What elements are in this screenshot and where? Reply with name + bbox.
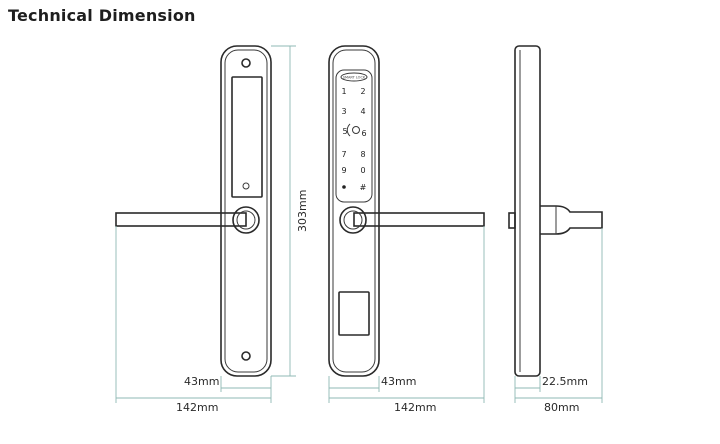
- front-view: [115, 45, 272, 377]
- keypad-handle-length-label: 142mm: [394, 401, 436, 414]
- front-battery-window: [231, 76, 263, 198]
- keypad-view: SMART LOCK 1 2 3 4 5 6 7 8 9 0 #: [328, 45, 485, 377]
- front-lever-rose-inner: [236, 210, 256, 230]
- key-4: 4: [360, 107, 365, 116]
- front-plate-width-label: 43mm: [184, 375, 219, 388]
- side-overall-depth-label: 80mm: [544, 401, 579, 414]
- key-3: 3: [341, 107, 346, 116]
- front-lever-rose-outer: [232, 206, 260, 234]
- key-5: 5: [342, 127, 347, 136]
- front-window-screw: [242, 182, 250, 190]
- side-view-dimensions: 22.5mm 80mm: [514, 228, 603, 414]
- height-dimension: 303mm: [271, 45, 309, 377]
- brand-badge: [340, 72, 368, 82]
- keypad-view-dimensions: 43mm 142mm: [328, 226, 485, 414]
- front-plate-outer: [220, 45, 272, 377]
- key-0: 0: [360, 166, 365, 175]
- page-title: Technical Dimension: [8, 6, 196, 25]
- keypad-glass-panel: [335, 69, 373, 203]
- key-6: 6: [361, 129, 366, 138]
- key-7: 7: [341, 150, 346, 159]
- side-lever-profile: [540, 205, 603, 235]
- front-top-screw: [241, 58, 251, 68]
- side-view: [508, 45, 603, 377]
- side-plate-outer: [514, 45, 541, 377]
- side-plate-depth-label: 22.5mm: [542, 375, 588, 388]
- key-9: 9: [341, 166, 346, 175]
- star-key-icon: [342, 185, 346, 189]
- side-spindle-stub: [508, 212, 516, 229]
- key-1: 1: [341, 87, 346, 96]
- card-reader-icon: [346, 123, 360, 137]
- key-hash: #: [360, 183, 367, 192]
- keypad-lever-rose-inner: [343, 210, 363, 230]
- keypad-plate-outer: [328, 45, 380, 377]
- keypad-plate-inner: [332, 49, 376, 373]
- keypad-lever-bar: [353, 212, 485, 227]
- height-label: 303mm: [296, 190, 309, 232]
- keypad-keys: 1 2 3 4 5 6 7 8 9 0 #: [341, 87, 366, 192]
- key-cylinder-cover: [338, 291, 370, 336]
- front-plate-inner: [224, 49, 268, 373]
- front-lever-bar: [115, 212, 247, 227]
- front-handle-length-label: 142mm: [176, 401, 218, 414]
- front-view-dimensions: 43mm 142mm: [115, 226, 272, 414]
- keypad-lever-rose-outer: [339, 206, 367, 234]
- keypad-plate-width-label: 43mm: [381, 375, 416, 388]
- key-8: 8: [360, 150, 365, 159]
- front-bottom-screw: [241, 351, 251, 361]
- brand-text: SMART LOCK: [343, 75, 366, 79]
- key-2: 2: [360, 87, 365, 96]
